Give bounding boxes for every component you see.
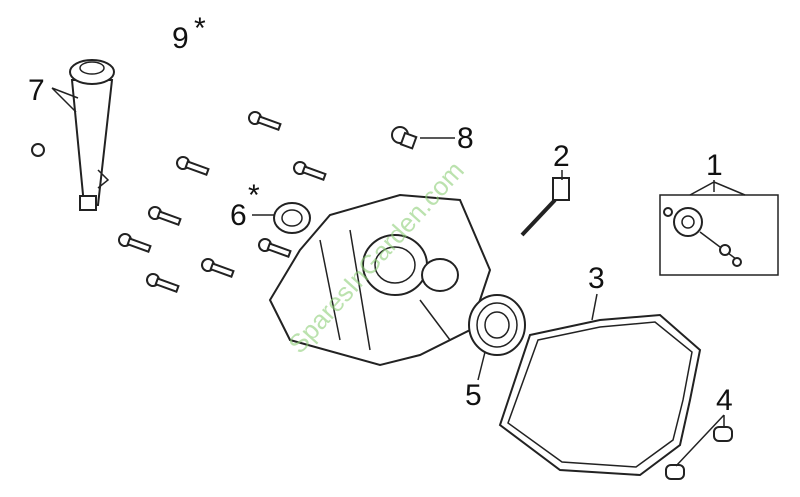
label-5: 5 xyxy=(465,379,482,412)
part-6-oil-seal[interactable] xyxy=(273,202,311,234)
label-8: 8 xyxy=(457,122,474,155)
part-1-governor-assembly[interactable] xyxy=(659,194,779,276)
label-3: 3 xyxy=(588,262,605,295)
label-9-star: * xyxy=(194,12,206,45)
small-nut xyxy=(31,143,45,157)
part-4-dowel-pins[interactable] xyxy=(665,426,733,480)
label-6: 6 xyxy=(230,199,247,232)
bolts[interactable] xyxy=(117,110,327,294)
label-2: 2 xyxy=(553,140,570,173)
part-5-bearing[interactable] xyxy=(468,294,526,356)
label-1: 1 xyxy=(706,149,723,182)
leader-1 xyxy=(689,180,746,196)
label-9: 9 xyxy=(172,22,189,55)
part-2-sensor[interactable] xyxy=(520,177,570,237)
leader-4 xyxy=(675,414,725,467)
leader-7 xyxy=(51,87,79,113)
leader-3 xyxy=(591,293,598,321)
part-8-bolt[interactable] xyxy=(391,126,418,150)
label-7: 7 xyxy=(28,74,45,107)
part-3-gasket[interactable] xyxy=(498,313,702,477)
label-4: 4 xyxy=(716,384,733,417)
part-7-oil-filler[interactable] xyxy=(69,59,115,211)
crankcase-cover[interactable] xyxy=(268,193,492,367)
leader-5 xyxy=(477,351,486,381)
label-6-star: * xyxy=(248,179,260,212)
